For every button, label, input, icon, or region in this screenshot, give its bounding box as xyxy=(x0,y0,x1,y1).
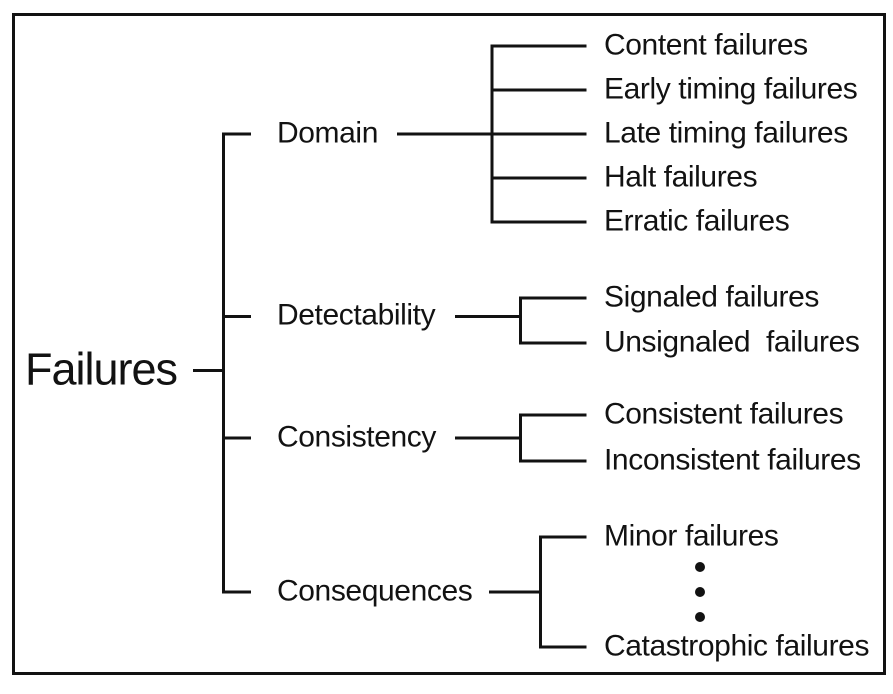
branch-label-detectability: Detectability xyxy=(277,298,436,332)
leaf-label-minor-failures: Minor failures xyxy=(604,519,779,553)
root-label-failures: Failures xyxy=(25,343,178,395)
branch-label-consequences: Consequences xyxy=(277,574,473,608)
leaf-label-signaled-failures: Signaled failures xyxy=(604,280,820,314)
ellipsis-dots xyxy=(695,562,705,622)
consequences-bracket xyxy=(539,535,587,649)
leaf-label-consistent-failures: Consistent failures xyxy=(604,397,844,431)
leaf-label-halt-failures: Halt failures xyxy=(604,160,758,194)
branch-label-consistency: Consistency xyxy=(277,420,437,454)
consistency-bracket xyxy=(519,413,587,463)
leaf-label-erratic-failures: Erratic failures xyxy=(604,204,790,238)
leaf-label-late-timing-failures: Late timing failures xyxy=(604,116,848,150)
ellipsis-dot xyxy=(695,612,705,622)
domain-bracket xyxy=(490,44,587,224)
ellipsis-dot xyxy=(695,562,705,572)
ellipsis-dot xyxy=(695,587,705,597)
leaf-label-unsignaled-failures: Unsignaled failures xyxy=(604,325,860,359)
trunk-line xyxy=(222,132,251,594)
diagram-border xyxy=(12,13,886,675)
leaf-label-content-failures: Content failures xyxy=(604,28,808,62)
leaf-label-early-timing-failures: Early timing failures xyxy=(604,72,858,106)
detectability-bracket xyxy=(519,296,587,345)
branch-label-domain: Domain xyxy=(277,116,378,150)
leaf-label-inconsistent-failures: Inconsistent failures xyxy=(604,443,861,477)
leaf-label-catastrophic-failures: Catastrophic failures xyxy=(604,629,870,663)
